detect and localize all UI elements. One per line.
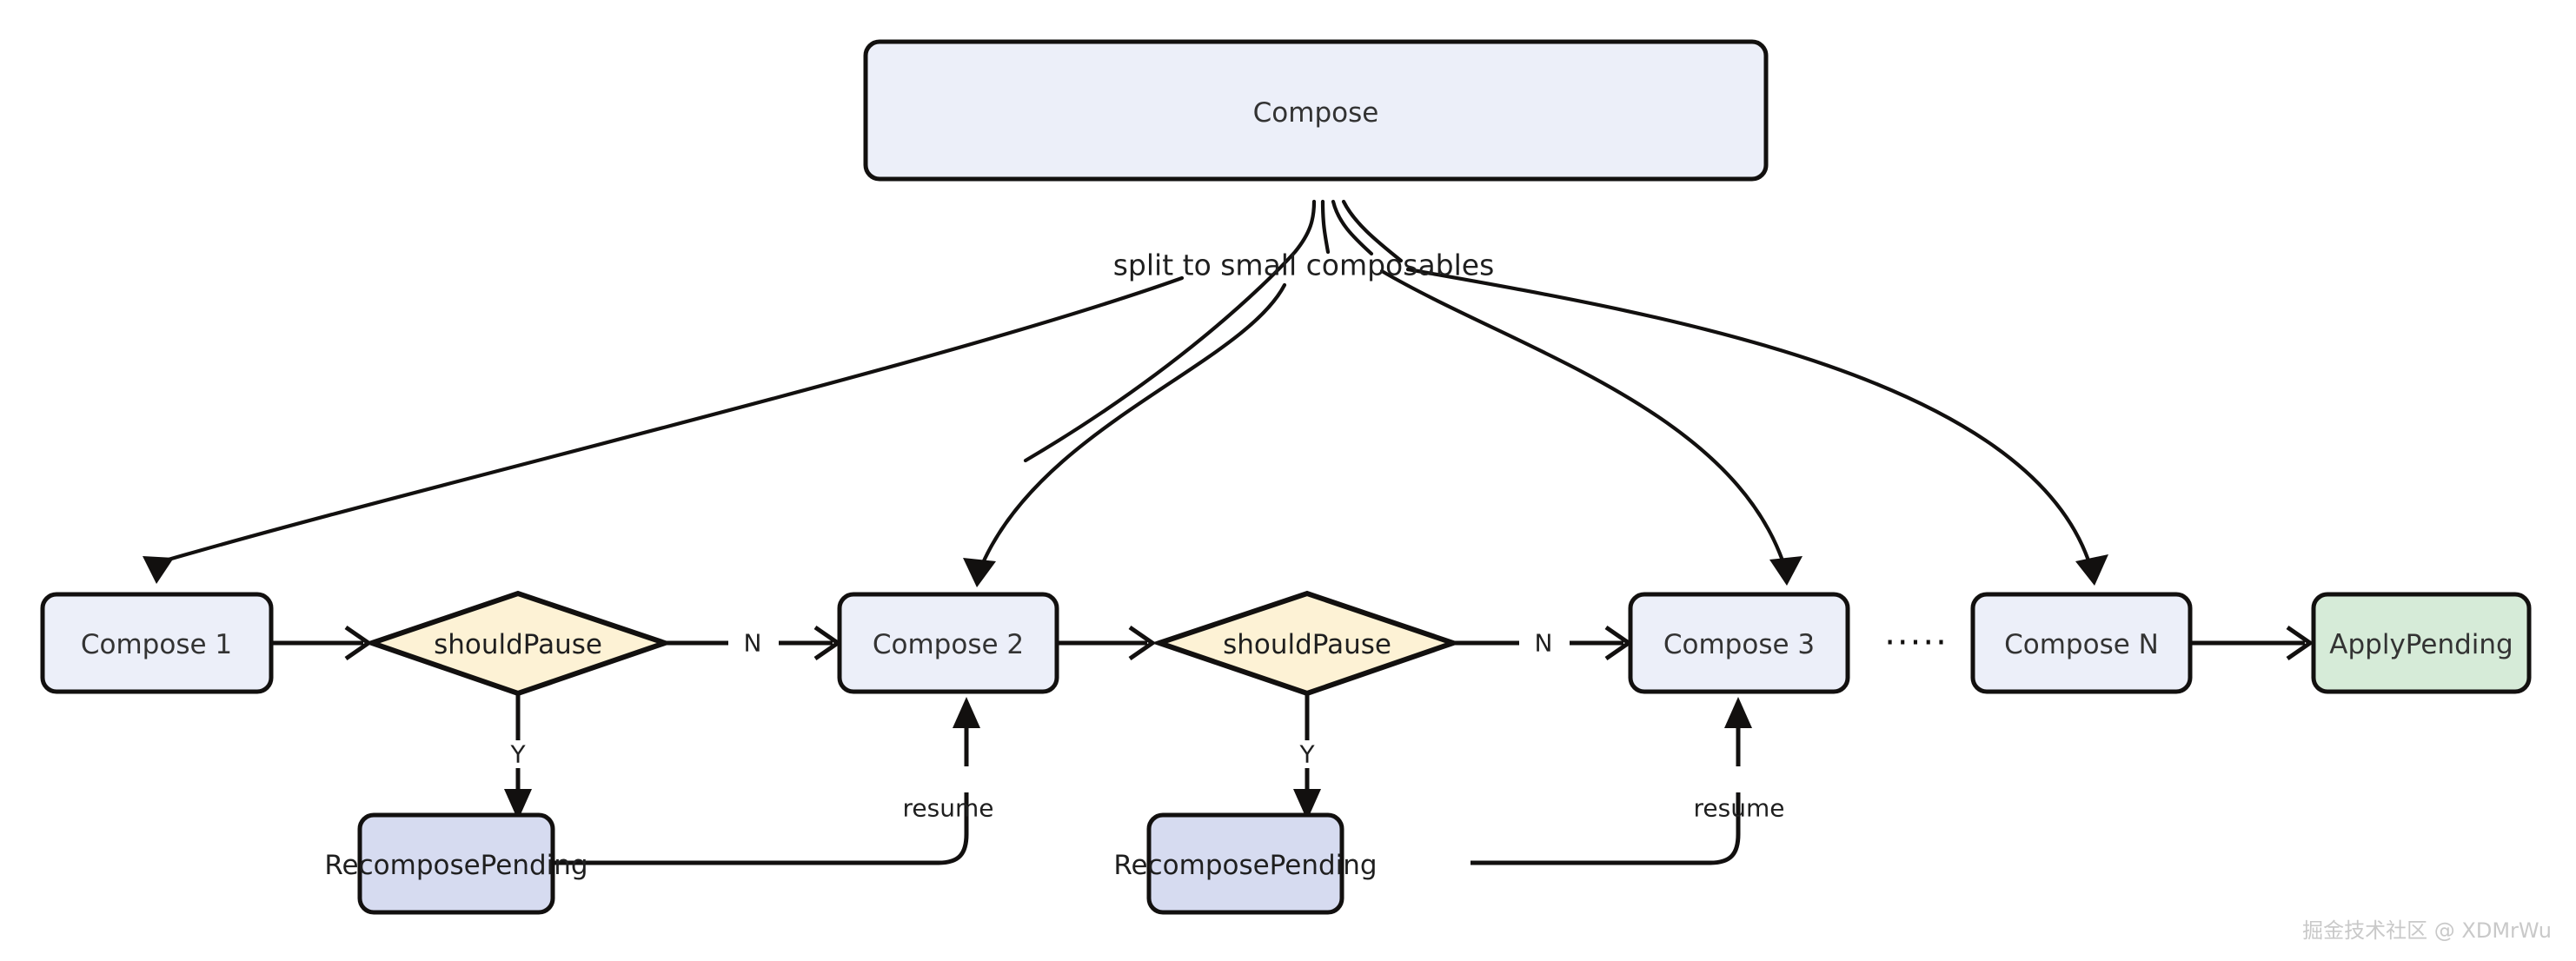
- node-recompose-pending-1-label: RecomposePending: [324, 850, 588, 881]
- edge-label-y-1: Y: [509, 740, 526, 769]
- node-apply-pending[interactable]: ApplyPending: [2311, 592, 2532, 694]
- ellipsis-between-compose3-and-composen: ·····: [1884, 623, 1949, 663]
- edge-recompose2-resume: [1471, 792, 1741, 865]
- node-recompose-pending-1-shape[interactable]: [357, 812, 555, 915]
- node-recompose-pending-1[interactable]: RecomposePending: [324, 812, 588, 915]
- edge-recompose1-resume: [553, 792, 969, 865]
- edge-compose-to-composen: [1405, 267, 2092, 566]
- edge-label-y-2: Y: [1298, 740, 1315, 769]
- node-compose-3[interactable]: Compose 3: [1628, 592, 1850, 694]
- edge-label-n-2: N: [1535, 629, 1553, 658]
- node-compose-3-label: Compose 3: [1663, 629, 1815, 660]
- arrowhead-applypending: [2286, 625, 2314, 661]
- edge-compose-to-compose1: [154, 275, 1185, 566]
- edge-compose-to-compose2: [979, 282, 1287, 567]
- node-compose-2-shape[interactable]: [837, 592, 1059, 694]
- node-apply-pending-label: ApplyPending: [2329, 629, 2513, 660]
- edge-compose-to-composen-tail: [1341, 199, 1404, 263]
- node-compose-n-shape[interactable]: [1970, 592, 2193, 694]
- arrowhead-compose2-bottom: [953, 697, 980, 728]
- arrowhead-recompose2: [1293, 789, 1321, 820]
- edge-label-resume-1: resume: [903, 794, 994, 823]
- node-decision-shouldpause-1[interactable]: shouldPause: [363, 590, 674, 697]
- node-compose-2[interactable]: Compose 2: [837, 592, 1059, 694]
- edge-label-resume-2: resume: [1694, 794, 1785, 823]
- node-recompose-pending-2-shape[interactable]: [1146, 812, 1344, 915]
- node-compose-n-label: Compose N: [2004, 629, 2159, 660]
- edge-label-n-1: N: [744, 629, 762, 658]
- node-decision-shouldpause-1-shape[interactable]: [363, 590, 674, 697]
- node-compose-2-label: Compose 2: [873, 629, 1024, 660]
- node-compose-1-label: Compose 1: [81, 629, 232, 660]
- edge-compose-to-compose3: [1379, 268, 1786, 566]
- node-recompose-pending-2[interactable]: RecomposePending: [1113, 812, 1378, 915]
- node-decision-shouldpause-1-label: shouldPause: [434, 629, 602, 660]
- split-to-small-composables-label: split to small composables: [1113, 249, 1495, 282]
- node-compose-root-shape[interactable]: [863, 39, 1769, 182]
- node-compose-root-label: Compose: [1253, 97, 1379, 129]
- node-apply-pending-shape[interactable]: [2311, 592, 2532, 694]
- edge-compose-to-compose1-tail: [1023, 199, 1317, 463]
- node-compose-1-shape[interactable]: [40, 592, 274, 694]
- node-compose-n[interactable]: Compose N: [1970, 592, 2193, 694]
- node-decision-shouldpause-2-label: shouldPause: [1223, 629, 1391, 660]
- watermark: 掘金技术社区 @ XDMrWu: [2302, 918, 2552, 943]
- node-compose-root[interactable]: Compose: [863, 39, 1769, 182]
- edge-compose-to-compose2-tail: [1320, 199, 1331, 255]
- node-recompose-pending-2-label: RecomposePending: [1113, 850, 1377, 881]
- arrowhead-compose3-bottom: [1724, 697, 1752, 728]
- arrowhead-compose3: [1769, 556, 1803, 586]
- node-compose-1[interactable]: Compose 1: [40, 592, 274, 694]
- arrowhead-compose1: [143, 556, 174, 584]
- arrowhead-composen: [2075, 554, 2108, 586]
- split-fan-edges: [1023, 199, 1404, 463]
- edge-compose-to-compose3-tail: [1331, 199, 1374, 256]
- node-decision-shouldpause-2-shape[interactable]: [1151, 590, 1462, 697]
- node-decision-shouldpause-2[interactable]: shouldPause: [1151, 590, 1462, 697]
- arrowhead-recompose1: [504, 789, 532, 820]
- node-compose-3-shape[interactable]: [1628, 592, 1850, 694]
- arrowhead-compose2: [963, 558, 996, 587]
